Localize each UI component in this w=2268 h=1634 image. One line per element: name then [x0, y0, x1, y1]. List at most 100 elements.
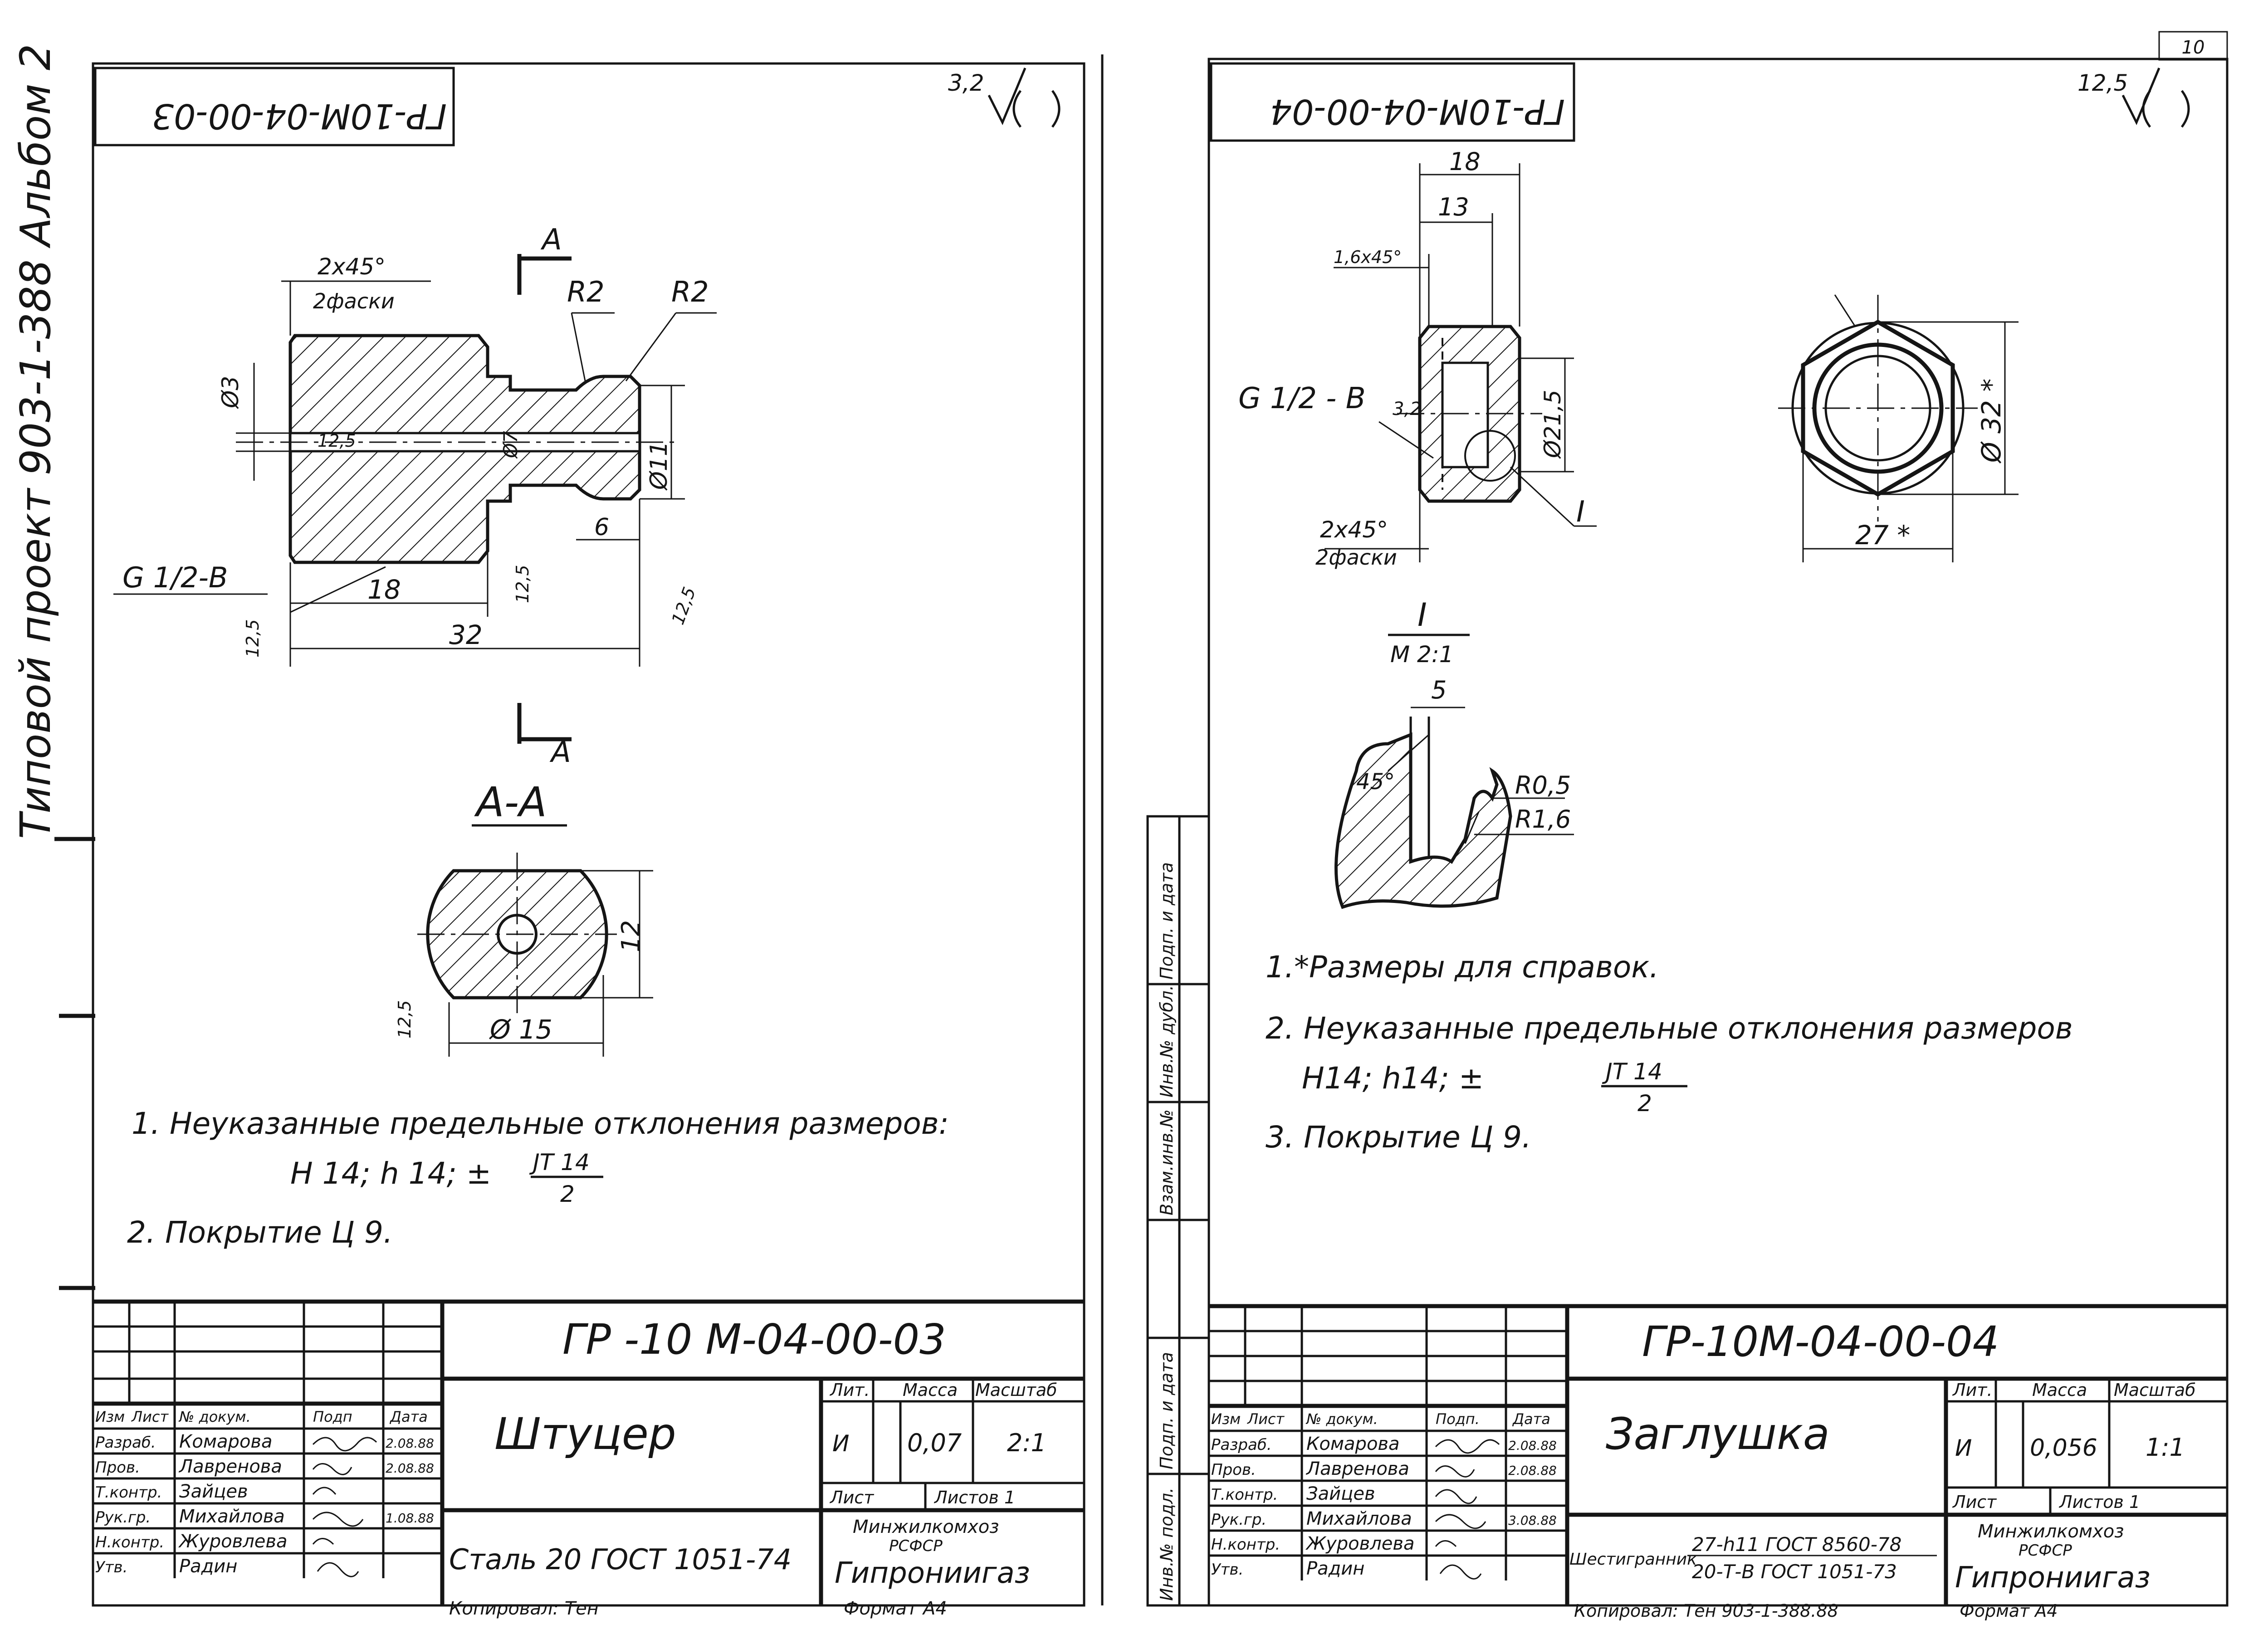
- right-name: Лавренова: [1305, 1458, 1409, 1479]
- right-chamfer-small: 1,6х45°: [1334, 247, 1402, 267]
- right-sheets-label: Листов 1: [2058, 1492, 2140, 1512]
- plug-section-view: [1325, 163, 1597, 562]
- right-date: 2.08.88: [1508, 1463, 1557, 1478]
- left-role: Н.контр.: [95, 1533, 164, 1551]
- right-col-h3: № докум.: [1305, 1410, 1378, 1428]
- right-scale-header: Масштаб: [2114, 1380, 2196, 1400]
- left-note-2: 2. Покрытие Ц 9.: [127, 1215, 393, 1250]
- left-roughness-a: 12,5: [513, 565, 533, 603]
- left-dim-18: 18: [367, 574, 401, 605]
- left-col-h4: Подп: [313, 1408, 352, 1425]
- left-bottom-left: Копировал: Тен: [449, 1598, 599, 1619]
- right-bottom-right: Формат А4: [1960, 1601, 2058, 1621]
- left-dim-12: 12: [616, 920, 646, 952]
- right-name: Зайцев: [1306, 1483, 1375, 1504]
- right-roughness-32: 3,2: [1393, 399, 1422, 419]
- right-r16: R1,6: [1515, 805, 1571, 834]
- right-org-3: Гипрониигаз: [1955, 1561, 2151, 1595]
- left-role: Разраб.: [95, 1434, 156, 1452]
- left-scale-value: 2:1: [1007, 1429, 1046, 1457]
- left-signers: Разраб. Пров. Т.контр. Рук.гр. Н.контр. …: [95, 1431, 434, 1577]
- left-org-1: Минжилкомхоз: [853, 1517, 999, 1537]
- left-col-h1: Изм: [95, 1408, 125, 1425]
- right-detail-mark: I: [1418, 596, 1427, 634]
- right-stamp-code: ГР-10М-04-00-04: [1642, 1317, 1999, 1366]
- left-signature: [312, 1437, 377, 1577]
- left-org-3: Гипрониигаз: [835, 1556, 1030, 1590]
- left-r2-left: R2: [567, 275, 605, 308]
- right-rotated-code: ГР-10М-04-00-04: [1270, 92, 1565, 132]
- side-label-sign-date-2: Подп. и дата: [1157, 1352, 1177, 1469]
- left-frac-num: JT 14: [529, 1149, 590, 1176]
- right-bottom-left: Копировал: Тен 903-1-388.88: [1574, 1601, 1838, 1621]
- right-dim-5: 5: [1431, 676, 1447, 704]
- left-d11: Ø11: [645, 441, 673, 491]
- left-date: 2.08.88: [386, 1436, 434, 1451]
- left-role: Утв.: [95, 1558, 127, 1576]
- right-dim-13: 13: [1438, 193, 1469, 221]
- left-stamp-code: ГР -10 М-04-00-03: [562, 1315, 946, 1364]
- right-date: 2.08.88: [1508, 1438, 1557, 1453]
- right-note-3: 3. Покрытие Ц 9.: [1266, 1120, 1531, 1155]
- side-label-replace: Взам.инв.№: [1157, 1109, 1177, 1215]
- right-detail-scale: М 2:1: [1390, 641, 1454, 668]
- left-col-h5: Дата: [389, 1408, 428, 1425]
- right-stamp-name: Заглушка: [1606, 1409, 1830, 1459]
- left-name: Лавренова: [178, 1456, 282, 1477]
- right-name: Комарова: [1306, 1434, 1400, 1454]
- page-number: 10: [2182, 37, 2205, 58]
- left-mass-value: 0,07: [907, 1429, 962, 1457]
- left-sheet: ГР-10М-04-00-03 3,2: [92, 62, 1085, 1619]
- left-col-h3: № докум.: [178, 1408, 251, 1425]
- left-dim-6: 6: [594, 514, 609, 541]
- right-note-2: 2. Неуказанные предельные отклонения раз…: [1266, 1011, 2073, 1046]
- right-dim-27: 27 *: [1855, 520, 1910, 551]
- right-lit-value: И: [1955, 1435, 1972, 1461]
- left-chamfer-note: 2фаски: [313, 289, 395, 313]
- right-date: 3.08.88: [1508, 1513, 1557, 1528]
- left-name: Журовлева: [178, 1531, 287, 1552]
- right-org-2: РСФСР: [2019, 1541, 2072, 1560]
- left-name: Комарова: [179, 1431, 273, 1452]
- side-label-original: Инв.№ подл.: [1157, 1488, 1177, 1601]
- left-sheet-label: Лист: [829, 1488, 875, 1507]
- left-r2-right: R2: [671, 275, 709, 308]
- right-role: Н.контр.: [1211, 1536, 1280, 1554]
- right-col-h5: Дата: [1512, 1410, 1550, 1428]
- side-label-dup: Инв.№ дубл.: [1157, 985, 1177, 1097]
- left-section-mark-bottom: А: [549, 736, 571, 769]
- left-roughness: 3,2: [948, 70, 984, 96]
- left-stamp-material: Сталь 20 ГОСТ 1051-74: [449, 1543, 792, 1576]
- left-roughness-b: 12,5: [668, 585, 699, 628]
- right-dim-18: 18: [1449, 147, 1481, 176]
- right-col-h1: Изм: [1211, 1410, 1241, 1428]
- right-mass-header: Масса: [2032, 1380, 2087, 1400]
- left-section-mark-top: А: [540, 223, 562, 257]
- left-rotated-code: ГР-10М-04-00-03: [152, 96, 447, 137]
- left-note-1: 1. Неуказанные предельные отклонения раз…: [132, 1106, 949, 1141]
- left-roughness-c: 12,5: [243, 619, 263, 658]
- right-col-h2: Лист: [1247, 1410, 1285, 1428]
- right-lit-header: Лит.: [1952, 1380, 1993, 1400]
- left-sheets-label: Листов 1: [934, 1488, 1015, 1507]
- left-org-2: РСФСР: [889, 1537, 943, 1555]
- section-a-a-view: [417, 853, 653, 1057]
- right-roughness-sign: [2121, 68, 2190, 128]
- right-role: Рук.гр.: [1211, 1511, 1266, 1529]
- right-name: Радин: [1306, 1558, 1364, 1579]
- right-chamfer-note: 2фаски: [1315, 545, 1397, 570]
- page-number-box: 10: [2158, 31, 2228, 61]
- left-note-1b: Н 14; h 14; ±: [290, 1156, 491, 1191]
- margin-ticks: [54, 54, 1104, 1605]
- right-role: Т.контр.: [1211, 1486, 1278, 1504]
- left-mass-header: Масса: [903, 1380, 958, 1400]
- right-thread: G 1/2 - B: [1238, 382, 1366, 415]
- left-date: 2.08.88: [386, 1461, 434, 1476]
- margin-text: Типовой проект 903-1-388 Альбом 2: [11, 44, 60, 839]
- hex-view: [1778, 294, 2019, 562]
- right-frac-num: JT 14: [1602, 1058, 1662, 1085]
- right-col-h4: Подп.: [1436, 1410, 1480, 1428]
- left-name: Зайцев: [179, 1481, 248, 1502]
- right-org-1: Минжилкомхоз: [1978, 1521, 2124, 1542]
